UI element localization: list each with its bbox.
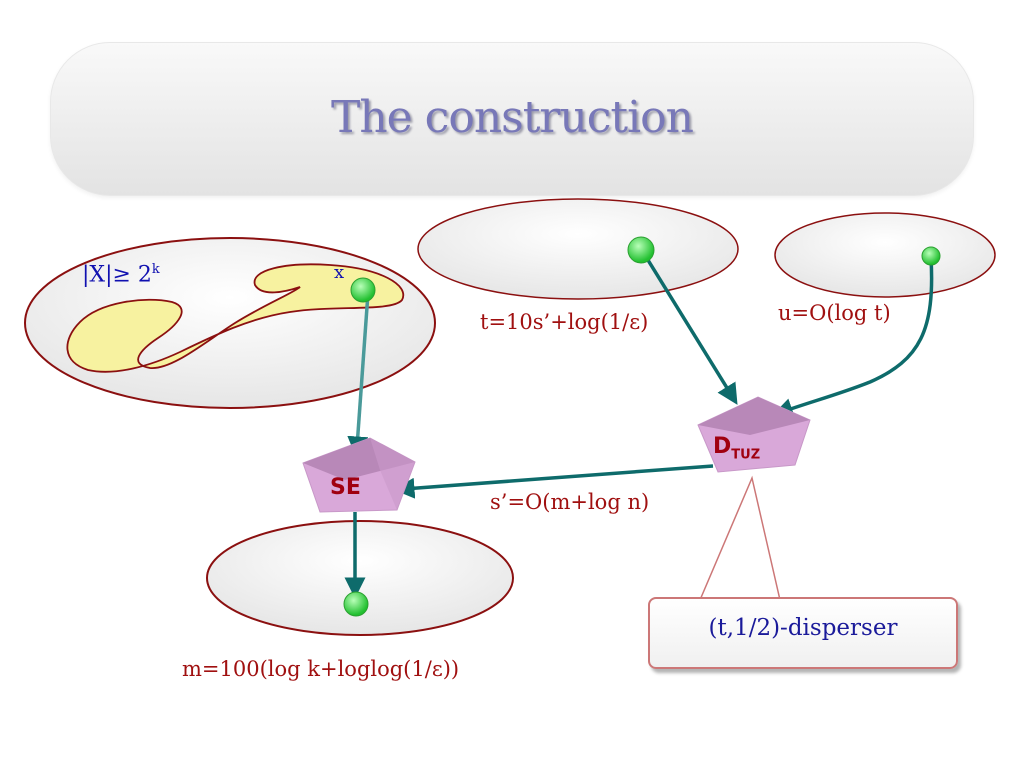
slide-title: The construction <box>330 92 694 143</box>
d-tuz-node-label: DTUZ <box>713 434 761 463</box>
output-point <box>343 591 369 617</box>
disperser-callout-text: (t,1/2)-disperser <box>708 615 898 641</box>
arrow-u-to-d <box>772 257 934 419</box>
t-label: t=10s’+log(1/ε) <box>480 310 649 334</box>
u-ellipse <box>774 212 996 298</box>
set-x-blob <box>66 263 405 373</box>
se-node <box>302 437 416 513</box>
m-label: m=100(log k+loglog(1/ε)) <box>182 657 460 681</box>
disperser-callout: (t,1/2)-disperser <box>648 597 958 669</box>
x-point <box>350 277 376 303</box>
t-point <box>627 236 655 264</box>
t-ellipse <box>417 198 739 300</box>
s-label: s’=O(m+log n) <box>490 490 650 514</box>
m-ellipse <box>206 520 514 636</box>
x-point-label: x <box>334 262 345 283</box>
arrow-d-to-se <box>393 464 714 499</box>
title-box <box>50 42 974 196</box>
callout-pointer <box>698 475 781 601</box>
u-point <box>921 246 941 266</box>
arrow-t-to-d <box>641 251 738 405</box>
x-set-size-label: |X|≥ 2k <box>82 262 160 288</box>
se-node-label: SE <box>330 475 361 500</box>
arrow-x-to-se <box>347 292 370 458</box>
d-tuz-node <box>697 396 811 473</box>
u-label: u=O(log t) <box>778 301 891 325</box>
